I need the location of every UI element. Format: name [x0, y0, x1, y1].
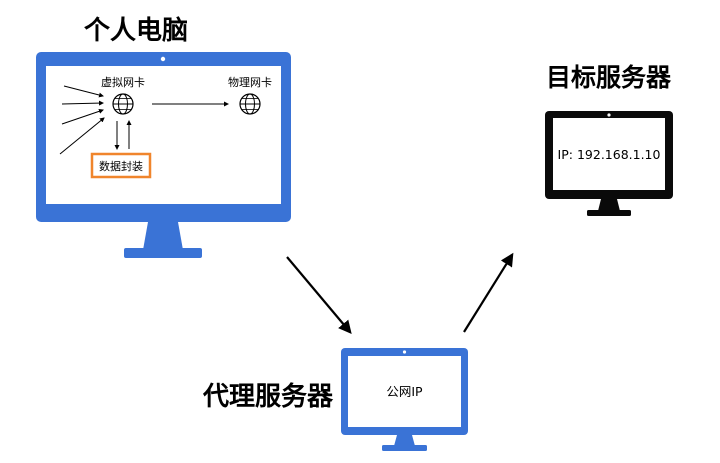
proxy-camera-dot [402, 350, 407, 354]
personal-pc-monitor: 虚拟网卡 物理网卡 数据封装 [36, 52, 291, 258]
proxy-screen [348, 356, 461, 427]
pc-camera-dot [160, 56, 166, 62]
proxy-server-title: 代理服务器 [203, 382, 334, 412]
globe-icon [239, 93, 261, 115]
target-ip-label: IP: 192.168.1.10 [558, 147, 661, 162]
virtual-nic-label: 虚拟网卡 [101, 75, 145, 89]
incoming-arrows [59, 85, 105, 155]
proxy-server-monitor: 公网IP [341, 348, 468, 451]
arrow-icon [59, 117, 105, 155]
proxy-monitor-base [382, 445, 427, 451]
proxy-monitor-neck [394, 435, 415, 446]
pc-monitor-base [124, 248, 202, 258]
personal-pc-title: 个人电脑 [84, 16, 189, 46]
target-monitor-neck [598, 199, 620, 211]
arrow-icon [463, 252, 514, 333]
target-screen [553, 118, 665, 190]
arrow-icon [63, 85, 104, 98]
arrow-icon [61, 108, 104, 125]
target-camera-dot [607, 113, 611, 117]
proxy-ip-label: 公网IP [386, 384, 423, 399]
target-monitor-base [587, 210, 631, 216]
physical-nic-label: 物理网卡 [228, 75, 272, 89]
target-server-title: 目标服务器 [546, 63, 672, 92]
arrow-icon [286, 256, 352, 335]
globe-icon [112, 93, 134, 115]
pc-monitor-neck [143, 222, 183, 250]
target-server-monitor: IP: 192.168.1.10 [545, 111, 673, 216]
encapsulation-label: 数据封装 [99, 159, 143, 173]
arrow-icon [61, 100, 104, 106]
pc-screen [46, 66, 281, 204]
encapsulation-box [90, 152, 152, 179]
